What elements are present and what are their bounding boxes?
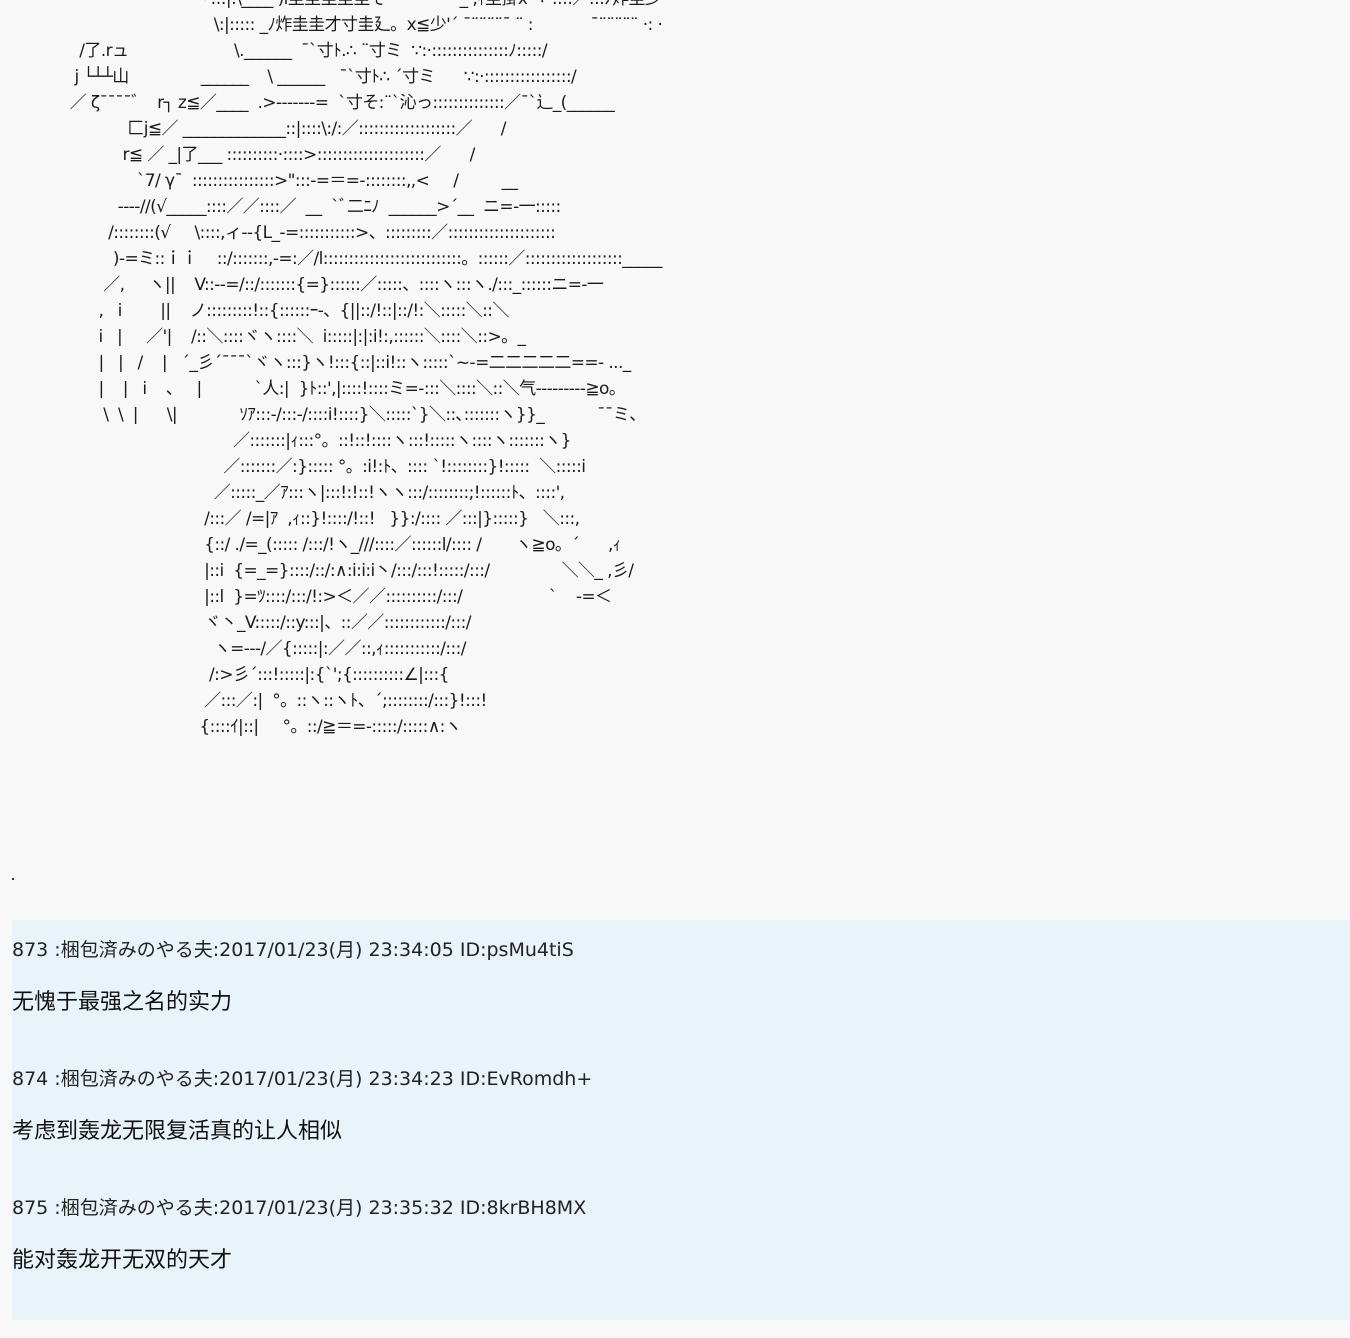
post-header: 873 :梱包済みのやる夫:2017/01/23(月) 23:34:05 ID:… (12, 939, 574, 961)
post-header: 874 :梱包済みのやる夫:2017/01/23(月) 23:34:23 ID:… (12, 1068, 593, 1090)
page-bottom-margin (0, 1320, 1350, 1338)
stray-dot (12, 878, 14, 880)
ascii-art: ー ~`丶:::|:\____ )i圭圭圭圭圭そ ´ ¨ · _ ,ｨ圭掛x ∵… (69, 0, 706, 737)
post-header: 875 :梱包済みのやる夫:2017/01/23(月) 23:35:32 ID:… (12, 1197, 587, 1219)
post-body: 能对轰龙开无双的天才 (12, 1248, 233, 1273)
post-body: 无愧于最强之名的实力 (12, 990, 233, 1015)
post-body: 考虑到轰龙无限复活真的让人相似 (12, 1119, 343, 1144)
ascii-art-block: ー ~`丶:::|:\____ )i圭圭圭圭圭そ ´ ¨ · _ ,ｨ圭掛x ∵… (12, 0, 1350, 920)
post-list: 873 :梱包済みのやる夫:2017/01/23(月) 23:34:05 ID:… (12, 920, 1350, 1320)
